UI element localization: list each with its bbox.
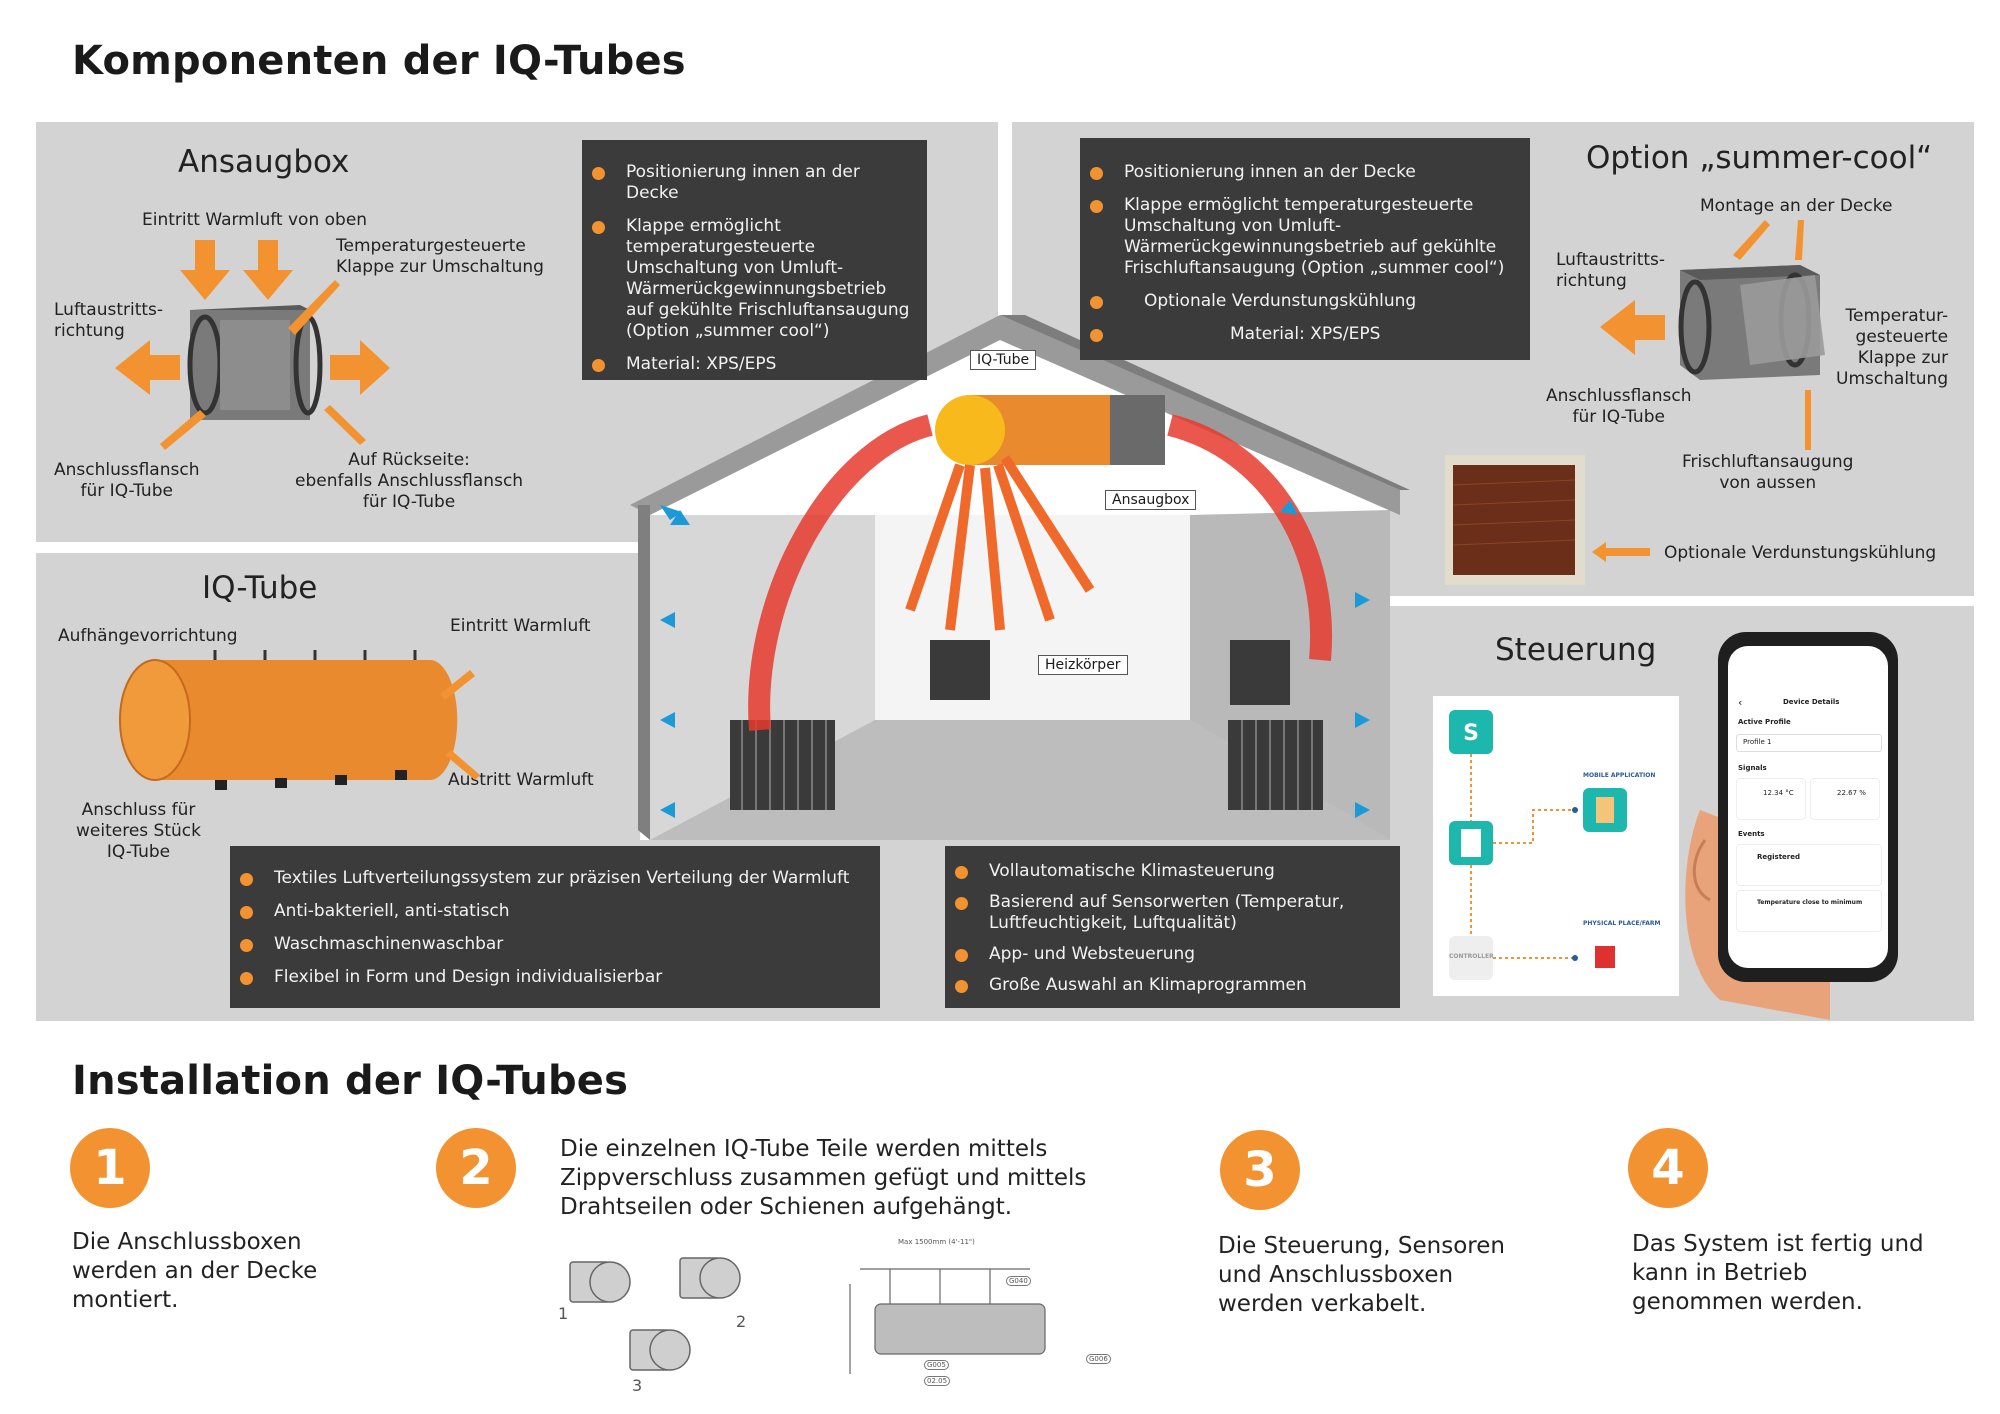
house-heater-tag: Heizkörper [1038,655,1128,675]
steuerung-bullet: Große Auswahl an Klimaprogrammen [945,975,1390,996]
drawing-tag-g040: G040 [1006,1276,1031,1286]
controller-label: CONTROLLER [1449,953,1494,960]
step-4-number: 4 [1628,1128,1708,1208]
installation-title: Installation der IQ-Tubes [72,1058,629,1104]
summer-cool-title: Option „summer-cool“ [1586,140,1933,176]
summer-ceiling-label: Montage an der Decke [1700,196,1893,216]
summer-flap-label: Temperatur- gesteuerte Klappe zur Umscha… [1836,306,1949,389]
step-3-text: Die Steuerung, Sensoren und Anschlussbox… [1218,1233,1505,1317]
iq-tube-bullet: Anti-bakteriell, anti-statisch [230,901,870,922]
dim-label: Max 1500mm (4'-11") [898,1238,975,1246]
phone-event-1-text: Registered [1757,853,1801,861]
physical-place-label: PHYSICAL PLACE/FARM [1583,920,1661,927]
step-1-text: Die Anschlussboxen werden an der Decke m… [72,1229,318,1313]
iq-tube-inlet-label: Eintritt Warmluft [450,616,591,636]
summer-cool-bullet: Positionierung innen an der Decke [1080,162,1520,183]
suspension-drawing [849,1268,1046,1374]
iq-tube-info-box: Textiles Luftverteilungssystem zur präzi… [230,846,880,1008]
phone-active-profile: Active Profile [1738,718,1791,726]
step-3-number: 3 [1220,1130,1300,1210]
iq-tube-bullet: Flexibel in Form und Design individualis… [230,967,870,988]
summer-outlet-label: Luftaustritts- richtung [1556,250,1666,291]
ansaugbox-info-box: Positionierung innen an der Decke Klappe… [582,140,927,380]
phone-humidity-card: 22.67 % [1810,778,1880,820]
ansaugbox-outlet-label: Luftaustritts- richtung [54,300,164,341]
phone-signals: Signals [1738,764,1767,772]
summer-cool-sub-bullet: Optionale Verdunstungskühlung [1080,291,1520,312]
svg-text:S: S [1463,721,1479,746]
phone-event-2-text: Temperature close to minimum [1757,899,1863,906]
ansaugbox-back-label: Auf Rückseite: ebenfalls Anschlussflansc… [295,450,524,512]
phone-events: Events [1738,830,1765,838]
steuerung-bullet: Vollautomatische Klimasteuerung [945,861,1390,882]
ansaugbox-title: Ansaugbox [178,144,350,180]
ansaugbox-bullet: Material: XPS/EPS [582,354,917,375]
control-diagram-graphics: S [1449,710,1627,980]
iq-tube-outlet-label: Austritt Warmluft [448,770,594,790]
evaporative-pad-image [1445,455,1585,585]
summer-evap-label: Optionale Verdunstungskühlung [1664,543,1937,563]
zip-assembly-drawing [569,1257,741,1371]
drawing-label-1: 1 [558,1304,569,1323]
phone-event-2[interactable]: Temperature close to minimum [1736,890,1882,932]
step-4-text: Das System ist fertig und kann in Betrie… [1632,1231,1924,1315]
summer-fresh-air-label: Frischluftansaugung von aussen [1682,452,1854,493]
house-box-tag: Ansaugbox [1105,490,1197,510]
ansaugbox-flange-label: Anschlussflansch für IQ-Tube [54,460,200,501]
ansaugbox-diagram [115,240,390,450]
steuerung-title: Steuerung [1495,632,1657,668]
phone-screen: ‹ Device Details Active Profile Profile … [1728,646,1888,968]
phone-back-icon[interactable]: ‹ [1738,696,1743,709]
drawing-tag-g006: G006 [1086,1354,1111,1364]
phone-event-1[interactable]: Registered [1736,844,1882,886]
drawing-tag-0205: 02.05 [924,1376,951,1386]
step-2-number: 2 [436,1128,516,1208]
house-illustration [630,315,1410,840]
drawing-label-3: 3 [632,1376,643,1395]
iq-tube-bullet: Waschmaschinenwaschbar [230,934,870,955]
house-tube-tag: IQ-Tube [970,350,1037,370]
iq-tube-bullet: Textiles Luftverteilungssystem zur präzi… [230,868,870,889]
ansaugbox-flap-label: Temperaturgesteuerte Klappe zur Umschalt… [336,236,544,277]
step-2-text: Die einzelnen IQ-Tube Teile werden mitte… [560,1136,1087,1220]
ansaugbox-bullet: Positionierung innen an der Decke [582,162,917,204]
evap-arrow [1592,542,1650,562]
summer-cool-info-box: Positionierung innen an der Decke Klappe… [1080,138,1530,360]
phone-temp: 12.34 °C [1763,789,1794,797]
phone-humidity: 22.67 % [1837,789,1866,797]
summer-cool-bullet: Klappe ermöglicht temperaturgesteuerte U… [1080,195,1520,279]
drawing-tag-g005: G005 [924,1360,949,1370]
summer-cool-diagram [1600,220,1825,450]
summer-flange-label: Anschlussflansch für IQ-Tube [1546,386,1692,427]
ansaugbox-inlet-label: Eintritt Warmluft von oben [142,210,368,230]
mobile-app-label: MOBILE APPLICATION [1583,772,1656,779]
iq-tube-connect-label: Anschluss für weiteres Stück IQ-Tube [76,800,201,862]
phone-profile-select[interactable]: Profile 1 [1736,734,1882,752]
phone-temp-card: 12.34 °C [1736,778,1806,820]
steuerung-info-box: Vollautomatische Klimasteuerung Basieren… [945,846,1400,1008]
steuerung-bullet: App- und Websteuerung [945,944,1390,965]
step-1-number: 1 [70,1128,150,1208]
drawing-label-2: 2 [736,1312,747,1331]
steuerung-bullet: Basierend auf Sensorwerten (Temperatur, … [945,892,1390,934]
iq-tube-illustration [119,650,480,790]
summer-cool-sub-bullet: Material: XPS/EPS [1080,324,1520,345]
page-title: Komponenten der IQ-Tubes [72,38,686,84]
iq-tube-title: IQ-Tube [202,570,318,606]
iq-tube-hanger-label: Aufhängevorrichtung [58,626,238,646]
phone-header: Device Details [1783,698,1840,706]
phone-profile-value: Profile 1 [1743,738,1772,746]
ansaugbox-bullet: Klappe ermöglicht temperaturgesteuerte U… [582,216,917,342]
